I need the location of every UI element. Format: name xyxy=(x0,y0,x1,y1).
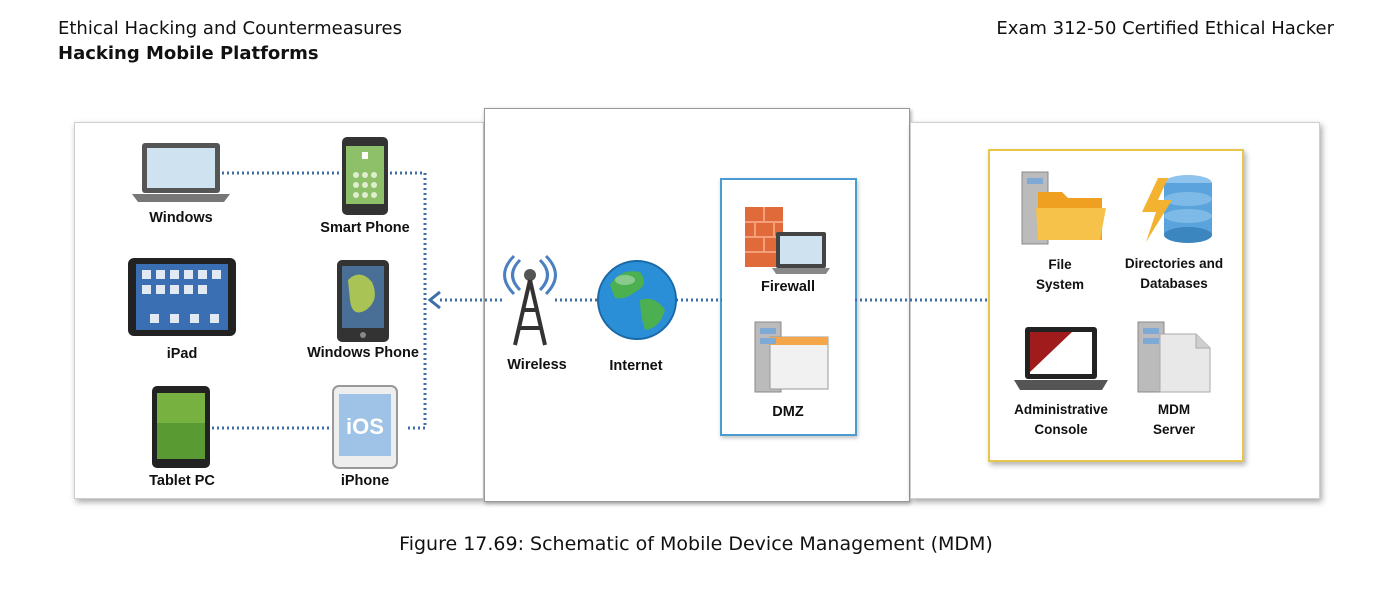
label-file-system-line1: File xyxy=(1048,257,1072,272)
header-course-title: Ethical Hacking and Countermeasures xyxy=(58,18,403,39)
windows-phone-icon xyxy=(337,260,389,342)
dmz-server-icon xyxy=(754,321,829,393)
wireless-tower-icon xyxy=(503,254,557,346)
label-windows: Windows xyxy=(149,210,213,226)
label-mdm-line2: Server xyxy=(1152,422,1196,437)
label-dmz: DMZ xyxy=(772,404,804,420)
label-file-system-line2: System xyxy=(1035,277,1085,292)
ipad-icon xyxy=(128,258,236,336)
connector-lines xyxy=(212,171,990,430)
label-directories-line2: Databases xyxy=(1140,276,1208,291)
header-exam-title: Exam 312-50 Certified Ethical Hacker xyxy=(996,18,1334,39)
label-firewall: Firewall xyxy=(761,279,815,295)
smart-phone-icon xyxy=(342,137,388,215)
label-ipad: iPad xyxy=(166,346,198,362)
label-internet: Internet xyxy=(609,358,663,374)
mdm-server-icon xyxy=(1137,321,1211,393)
tablet-pc-icon xyxy=(152,386,210,468)
label-admin-console: Administrative Console xyxy=(1000,400,1122,440)
label-mdm-line1: MDM xyxy=(1157,402,1191,417)
label-directories-databases: Directories and Databases xyxy=(1115,254,1233,294)
label-windows-phone: Windows Phone xyxy=(307,345,419,361)
label-mdm-server: MDM Server xyxy=(1136,400,1212,440)
database-icon xyxy=(1142,175,1212,243)
figure-caption: Figure 17.69: Schematic of Mobile Device… xyxy=(399,533,993,555)
admin-console-icon xyxy=(1014,327,1108,390)
label-tablet-pc: Tablet PC xyxy=(149,473,215,489)
laptop-icon xyxy=(132,143,230,202)
label-file-system: File System xyxy=(1024,255,1096,295)
label-wireless: Wireless xyxy=(507,357,567,373)
label-admin-line1: Administrative xyxy=(1014,402,1108,417)
label-smart-phone: Smart Phone xyxy=(320,220,410,236)
arrow-head-icon xyxy=(427,290,441,310)
internet-globe-icon xyxy=(597,260,677,340)
dmz-box xyxy=(720,178,857,436)
iphone-icon: iOS xyxy=(332,385,398,469)
header-module-title: Hacking Mobile Platforms xyxy=(58,43,319,64)
label-admin-line2: Console xyxy=(1034,422,1088,437)
file-system-icon xyxy=(1021,171,1106,245)
firewall-icon xyxy=(745,207,830,274)
label-iphone: iPhone xyxy=(340,473,390,489)
ios-logo-text: iOS xyxy=(346,414,384,439)
label-directories-line1: Directories and xyxy=(1124,256,1224,271)
